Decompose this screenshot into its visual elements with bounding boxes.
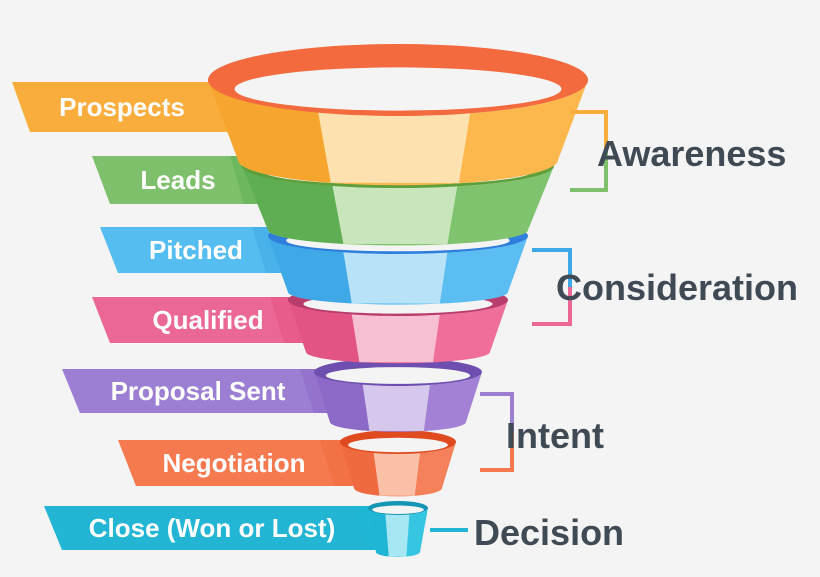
ring-highlight: [343, 252, 448, 304]
stage-tab: Close (Won or Lost): [44, 506, 398, 550]
stage-tab-shape: [92, 297, 314, 343]
stage-label: Negotiation: [163, 448, 306, 478]
stage-tab-shape: [62, 369, 344, 413]
bracket-upper: [532, 248, 572, 287]
funnel-ring: [368, 501, 428, 557]
ring-opening: [325, 367, 471, 384]
funnel-ring: [314, 358, 482, 432]
stage-label: Qualified: [152, 305, 263, 335]
stage-label: Leads: [140, 165, 215, 195]
group-bracket: [480, 392, 514, 472]
stage-label: Pitched: [149, 235, 243, 265]
ring-highlight: [362, 384, 430, 432]
ring-shade-left: [268, 236, 352, 304]
ring-highlight: [318, 112, 471, 184]
stage-tab: Proposal Sent: [62, 369, 344, 413]
ring-opening: [372, 505, 424, 514]
stage-tab: Negotiation: [118, 440, 364, 486]
stage-tab-shape: [100, 227, 296, 273]
funnel-rings: [208, 44, 588, 557]
ring-shade-left: [340, 442, 380, 496]
ring-shade-left: [208, 80, 331, 183]
stage-label: Close (Won or Lost): [89, 513, 336, 543]
group-brackets: [430, 110, 608, 532]
ring-highlight: [373, 452, 421, 496]
stage-tab-shape: [44, 506, 398, 550]
group-bracket: [532, 248, 572, 326]
stage-tab: Pitched: [100, 227, 296, 273]
stage-tab-shape: [118, 440, 364, 486]
ring-shade-left: [288, 300, 360, 363]
group-label: Awareness: [597, 133, 786, 174]
stage-tab-shape: [92, 156, 274, 204]
bracket-lower: [532, 287, 572, 326]
ring-shade-left: [242, 166, 344, 244]
group-bracket: [570, 110, 608, 192]
group-label: Intent: [506, 415, 604, 456]
stage-label: Proposal Sent: [111, 376, 286, 406]
bracket-lower: [480, 432, 514, 472]
group-label: Decision: [474, 512, 624, 553]
group-label: Consideration: [556, 267, 798, 308]
ring-opening: [234, 67, 562, 111]
stage-label: Prospects: [59, 92, 185, 122]
bracket-lower: [570, 151, 608, 192]
ring-highlight: [332, 185, 458, 245]
bracket-upper: [480, 392, 514, 432]
ring-shade-left: [368, 508, 389, 557]
stage-tab: Qualified: [92, 297, 314, 343]
stage-tab-shape: [12, 82, 264, 132]
bracket-upper: [570, 110, 608, 151]
funnel-ring: [340, 430, 456, 497]
ring-highlight: [385, 514, 410, 557]
funnel-ring: [208, 44, 588, 186]
funnel-ring: [288, 284, 508, 364]
ring-shade-left: [314, 372, 370, 431]
ring-highlight: [351, 314, 440, 363]
ring-opening: [348, 437, 448, 453]
